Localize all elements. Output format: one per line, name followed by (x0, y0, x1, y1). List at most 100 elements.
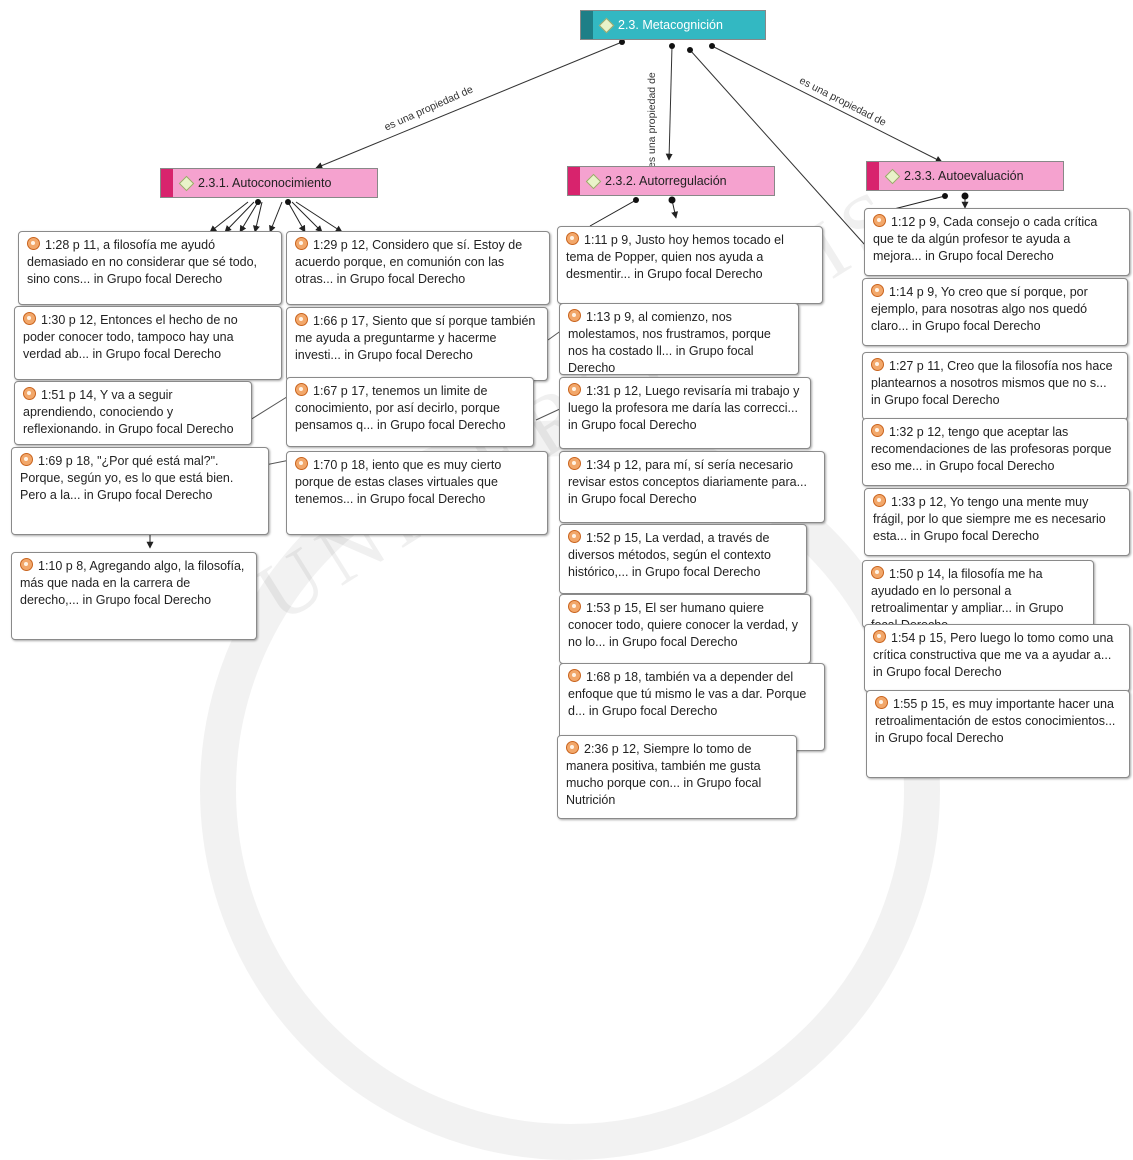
quote-text: 1:10 p 8, Agregando algo, la filosofía, … (20, 559, 245, 607)
edge-label-middle: es una propiedad de (646, 72, 658, 168)
quote-text: 1:29 p 12, Considero que sí. Estoy de ac… (295, 238, 523, 286)
code-icon (178, 175, 195, 191)
quotation-icon (871, 424, 884, 437)
edge-root-autoevaluacion (711, 45, 943, 163)
quote-text: 1:12 p 9, Cada consejo o cada crítica qu… (873, 215, 1098, 263)
edge-autocon-q (253, 201, 263, 233)
quotation-icon (20, 453, 33, 466)
quotation-icon (568, 383, 581, 396)
quote-text: 1:13 p 9, al comienzo, nos molestamos, n… (568, 310, 771, 375)
quote-card[interactable]: 1:31 p 12, Luego revisaría mi trabajo y … (559, 377, 811, 449)
quote-card[interactable]: 1:70 p 18, iento que es muy cierto porqu… (286, 451, 548, 535)
code-node-metacognicion[interactable]: 2.3. Metacognición (580, 10, 766, 40)
edge-autocon-q (295, 201, 343, 233)
quote-card[interactable]: 1:12 p 9, Cada consejo o cada crítica qu… (864, 208, 1130, 276)
quotation-icon (875, 696, 888, 709)
quotation-icon (871, 358, 884, 371)
edge-autoeval-q (889, 195, 946, 211)
node-color-bar (568, 167, 580, 195)
quote-text: 1:53 p 15, El ser humano quiere conocer … (568, 601, 798, 649)
quote-card[interactable]: 1:28 p 11, a filosofía me ayudó demasiad… (18, 231, 282, 305)
edge-root-quote-1-12 (689, 49, 866, 246)
edge-autorreg-q (589, 199, 637, 227)
quote-card[interactable]: 1:30 p 12, Entonces el hecho de no poder… (14, 306, 282, 380)
quote-text: 1:27 p 11, Creo que la filosofía nos hac… (871, 359, 1113, 407)
quotation-icon (23, 312, 36, 325)
quote-card[interactable]: 1:29 p 12, Considero que sí. Estoy de ac… (286, 231, 550, 305)
quotation-icon (568, 457, 581, 470)
quote-card[interactable]: 1:67 p 17, tenemos un limite de conocimi… (286, 377, 534, 447)
quote-text: 1:34 p 12, para mí, sí sería necesario r… (568, 458, 808, 506)
quote-text: 1:70 p 18, iento que es muy cierto porqu… (295, 458, 502, 506)
quote-card[interactable]: 1:50 p 14, la filosofía me ha ayudado en… (862, 560, 1094, 628)
quote-text: 1:14 p 9, Yo creo que sí porque, por eje… (871, 285, 1088, 333)
edge-autocon-q (224, 201, 255, 233)
edge-autocon-q (239, 201, 259, 233)
quotation-icon (27, 237, 40, 250)
node-label: 2.3.1. Autoconocimiento (198, 176, 332, 190)
quote-text: 1:30 p 12, Entonces el hecho de no poder… (23, 313, 238, 361)
node-label: 2.3. Metacognición (618, 18, 723, 32)
quote-card[interactable]: 1:66 p 17, Siento que sí porque también … (286, 307, 548, 381)
code-icon (585, 173, 602, 189)
quote-card[interactable]: 1:33 p 12, Yo tengo una mente muy frágil… (864, 488, 1130, 556)
quote-card[interactable]: 1:52 p 15, La verdad, a través de divers… (559, 524, 807, 594)
quotation-icon (566, 232, 579, 245)
edge-root-autoconocimiento (315, 41, 623, 169)
quote-text: 1:50 p 14, la filosofía me ha ayudado en… (871, 567, 1064, 628)
node-label: 2.3.2. Autorregulación (605, 174, 727, 188)
quote-text: 1:32 p 12, tengo que aceptar las recomen… (871, 425, 1112, 473)
code-node-autoevaluacion[interactable]: 2.3.3. Autoevaluación (866, 161, 1064, 191)
code-node-autorregulacion[interactable]: 2.3.2. Autorregulación (567, 166, 775, 196)
quote-card[interactable]: 1:14 p 9, Yo creo que sí porque, por eje… (862, 278, 1128, 346)
quote-text: 1:11 p 9, Justo hoy hemos tocado el tema… (566, 233, 784, 281)
quote-card[interactable]: 1:11 p 9, Justo hoy hemos tocado el tema… (557, 226, 823, 304)
node-label: 2.3.3. Autoevaluación (904, 169, 1024, 183)
quotation-icon (568, 669, 581, 682)
edge-autocon-q (287, 201, 306, 233)
network-canvas: UNIVERSITATIS (11, 10, 1130, 1160)
quote-card[interactable]: 1:51 p 14, Y va a seguir aprendiendo, co… (14, 381, 252, 445)
quote-card[interactable]: 1:55 p 15, es muy importante hacer una r… (866, 690, 1130, 778)
node-color-bar (161, 169, 173, 197)
quote-card[interactable]: 1:32 p 12, tengo que aceptar las recomen… (862, 418, 1128, 486)
quote-text: 1:51 p 14, Y va a seguir aprendiendo, co… (23, 388, 234, 436)
quotation-icon (295, 237, 308, 250)
quotation-icon (873, 494, 886, 507)
quote-card[interactable]: 1:54 p 15, Pero luego lo tomo como una c… (864, 624, 1130, 692)
quotation-icon (871, 284, 884, 297)
quotation-icon (871, 566, 884, 579)
quotation-icon (295, 313, 308, 326)
quote-card[interactable]: 1:27 p 11, Creo que la filosofía nos hac… (862, 352, 1128, 420)
node-color-bar (867, 162, 879, 190)
quote-card[interactable]: 1:69 p 18, "¿Por qué está mal?". Porque,… (11, 447, 269, 535)
quotation-icon (566, 741, 579, 754)
code-node-autoconocimiento[interactable]: 2.3.1. Autoconocimiento (160, 168, 378, 198)
quote-text: 1:52 p 15, La verdad, a través de divers… (568, 531, 771, 579)
quote-card[interactable]: 1:10 p 8, Agregando algo, la filosofía, … (11, 552, 257, 640)
quote-text: 1:28 p 11, a filosofía me ayudó demasiad… (27, 238, 258, 286)
quote-text: 1:68 p 18, también va a depender del enf… (568, 670, 807, 718)
quotation-icon (23, 387, 36, 400)
quote-text: 1:31 p 12, Luego revisaría mi trabajo y … (568, 384, 800, 432)
quote-text: 1:55 p 15, es muy importante hacer una r… (875, 697, 1116, 745)
quotation-icon (873, 630, 886, 643)
quotation-icon (873, 214, 886, 227)
edge-autocon-q (269, 201, 283, 233)
quotation-icon (20, 558, 33, 571)
code-icon (598, 17, 615, 33)
quote-text: 1:67 p 17, tenemos un limite de conocimi… (295, 384, 506, 432)
quote-card[interactable]: 1:53 p 15, El ser humano quiere conocer … (559, 594, 811, 664)
edge-root-autorregulacion (665, 45, 673, 161)
quote-card[interactable]: 2:36 p 12, Siempre lo tomo de manera pos… (557, 735, 797, 819)
quote-text: 1:33 p 12, Yo tengo una mente muy frágil… (873, 495, 1106, 543)
edge-autocon-q (291, 201, 323, 233)
quote-card[interactable]: 1:34 p 12, para mí, sí sería necesario r… (559, 451, 825, 523)
quotation-icon (568, 530, 581, 543)
edge-cross (535, 407, 563, 421)
quote-text: 1:54 p 15, Pero luego lo tomo como una c… (873, 631, 1114, 679)
link-lines (146, 39, 969, 549)
quote-card[interactable]: 1:13 p 9, al comienzo, nos molestamos, n… (559, 303, 799, 375)
quote-text: 2:36 p 12, Siempre lo tomo de manera pos… (566, 742, 762, 807)
edge-autocon-q (209, 201, 249, 233)
